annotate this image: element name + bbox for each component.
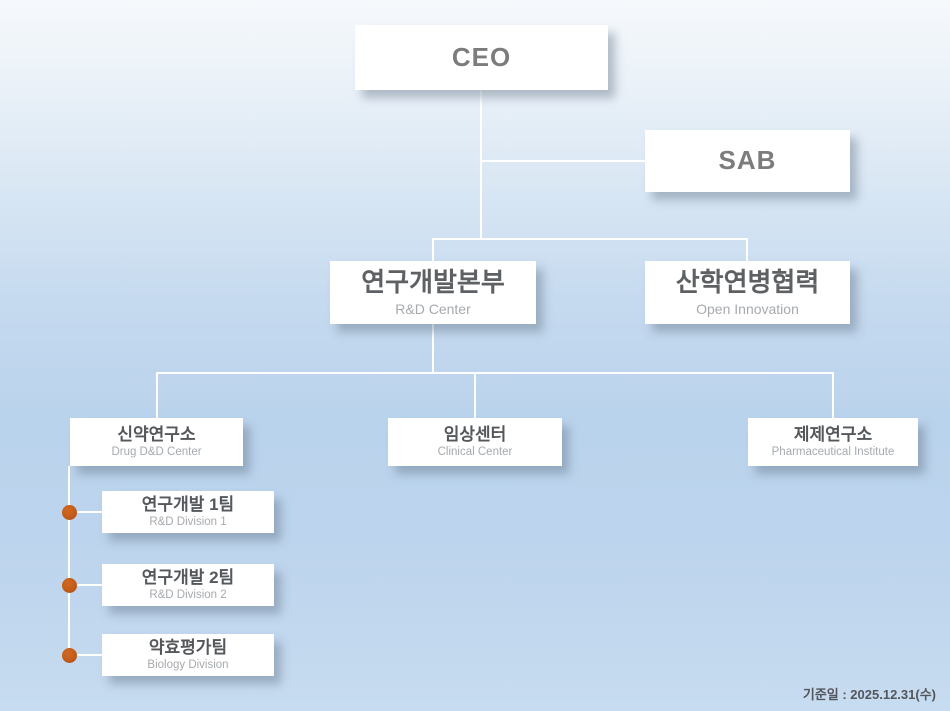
node-subtitle: Biology Division [147,659,229,672]
node-subtitle: Clinical Center [437,446,513,459]
node-title: 약효평가팀 [148,637,228,657]
bullet-division2-icon [62,578,77,593]
node-title: CEO [451,41,512,72]
node-title: 연구개발 2팀 [141,567,235,587]
node-title: 제제연구소 [793,424,873,444]
node-title: 임상센터 [443,424,507,444]
org-node-open-innovation: 산학연병협력 Open Innovation [645,261,850,324]
node-subtitle: R&D Division 2 [149,589,227,602]
org-node-rnd-division-1: 연구개발 1팀 R&D Division 1 [102,491,274,533]
connector-drop-clinical [474,372,476,418]
node-title: 연구개발 1팀 [141,494,235,514]
org-node-drug-center: 신약연구소 Drug D&D Center [70,418,243,466]
org-node-rnd-division-2: 연구개발 2팀 R&D Division 2 [102,564,274,606]
connector-ceo-down [480,90,482,240]
node-title: 신약연구소 [117,424,196,444]
org-node-clinical-center: 임상센터 Clinical Center [388,418,562,466]
bullet-biology-icon [62,648,77,663]
connector-drop-openinno [746,238,748,262]
org-node-rnd-center: 연구개발본부 R&D Center [330,261,536,324]
connector-drop-drug [156,372,158,418]
connector-stub-division1 [68,511,102,513]
connector-level2-horizontal [432,238,748,240]
bullet-division1-icon [62,505,77,520]
connector-stub-biology [68,654,102,656]
connector-level3-horizontal [156,372,834,374]
connector-stub-division2 [68,584,102,586]
org-node-pharm-institute: 제제연구소 Pharmaceutical Institute [748,418,918,466]
connector-drop-rnd [432,238,434,262]
node-title: 연구개발본부 [361,267,505,297]
reference-date: 기준일 : 2025.12.31(수) [802,687,936,702]
org-node-biology-division: 약효평가팀 Biology Division [102,634,274,676]
connector-rnd-down [432,324,434,374]
node-subtitle: R&D Division 1 [149,516,227,529]
node-subtitle: Open Innovation [696,300,799,317]
connector-drop-pharm [832,372,834,418]
org-node-ceo: CEO [355,25,608,90]
connector-to-sab [480,160,646,162]
org-node-sab: SAB [645,130,850,192]
node-subtitle: Drug D&D Center [111,446,202,459]
node-title: SAB [718,145,777,176]
node-title: 산학연병협력 [675,267,820,297]
node-subtitle: R&D Center [395,300,471,317]
node-subtitle: Pharmaceutical Institute [771,446,895,459]
connector-teams-spine [68,466,70,656]
